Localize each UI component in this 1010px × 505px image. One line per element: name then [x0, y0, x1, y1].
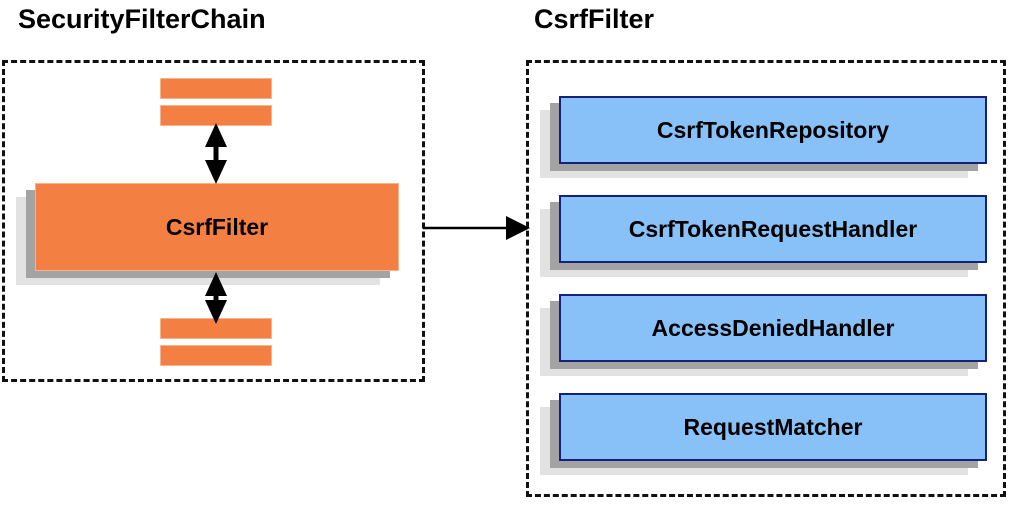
component-label: AccessDeniedHandler: [651, 314, 895, 341]
filler-bar-top-2: [160, 105, 272, 126]
page-title-csrffilter: CsrfFilter: [534, 4, 655, 34]
filler-bar-bottom-1: [160, 318, 272, 339]
filler-bar-top-1: [160, 78, 272, 99]
page-title-securityfilterchain: SecurityFilterChain: [18, 4, 266, 34]
component-label: CsrfTokenRequestHandler: [628, 215, 918, 242]
filler-bar-bottom-2: [160, 345, 272, 366]
component-box-accessdeniedhandler[interactable]: AccessDeniedHandler: [559, 294, 987, 362]
csrffilter-box[interactable]: CsrfFilter: [35, 183, 399, 271]
component-label: CsrfTokenRepository: [656, 116, 890, 143]
component-box-csrftokenrequesthandler[interactable]: CsrfTokenRequestHandler: [559, 195, 987, 263]
component-label: RequestMatcher: [683, 413, 863, 440]
cross-panel-arrow-icon: [423, 216, 530, 240]
csrffilter-box-label: CsrfFilter: [165, 213, 269, 240]
component-box-requestmatcher[interactable]: RequestMatcher: [559, 393, 987, 461]
panel-securityfilterchain: [2, 60, 425, 382]
panel-csrffilter-detail: [526, 60, 1006, 497]
component-box-csrftokenrepository[interactable]: CsrfTokenRepository: [559, 96, 987, 164]
